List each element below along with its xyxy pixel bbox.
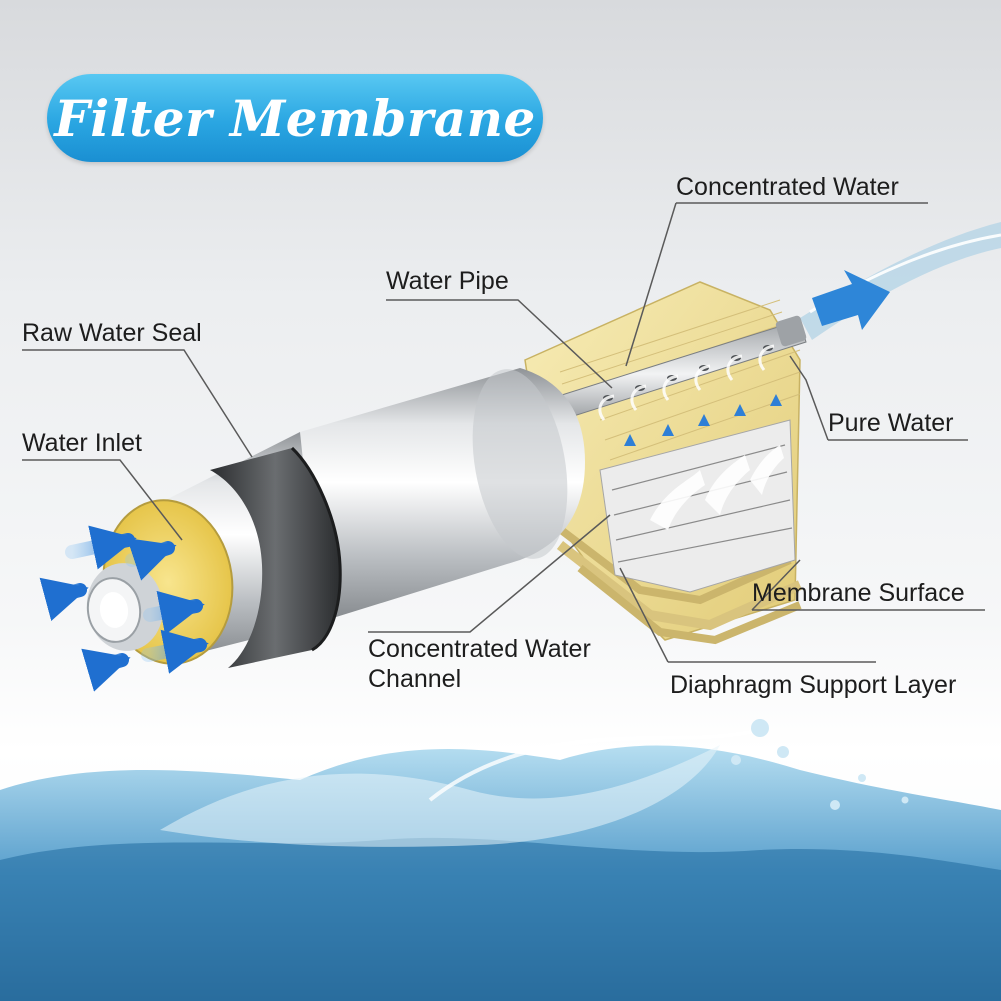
raw-water-seal-ring	[210, 446, 342, 668]
outflow-arrow-icon	[812, 270, 890, 330]
label-membrane-surface: Membrane Surface	[752, 579, 965, 607]
pure-water-stream	[800, 222, 1001, 340]
label-water-inlet: Water Inlet	[22, 429, 142, 457]
diagram-title: Filter Membrane	[54, 88, 536, 148]
label-concentrated-water-channel: Concentrated Water Channel	[368, 635, 591, 693]
membrane-layers	[524, 281, 803, 645]
label-water-pipe: Water Pipe	[386, 267, 509, 295]
water-inlet-arrows	[39, 525, 209, 692]
flow-arrows	[624, 394, 782, 446]
label-concentrated-water: Concentrated Water	[676, 173, 899, 201]
leader-lines	[22, 202, 985, 663]
label-pure-water: Pure Water	[828, 409, 954, 437]
label-diaphragm-support-layer: Diaphragm Support Layer	[670, 671, 957, 699]
label-raw-water-seal: Raw Water Seal	[22, 319, 202, 347]
water-pipe	[529, 315, 807, 429]
water-splash	[0, 719, 1001, 1001]
title-banner: Filter Membrane	[47, 74, 543, 162]
